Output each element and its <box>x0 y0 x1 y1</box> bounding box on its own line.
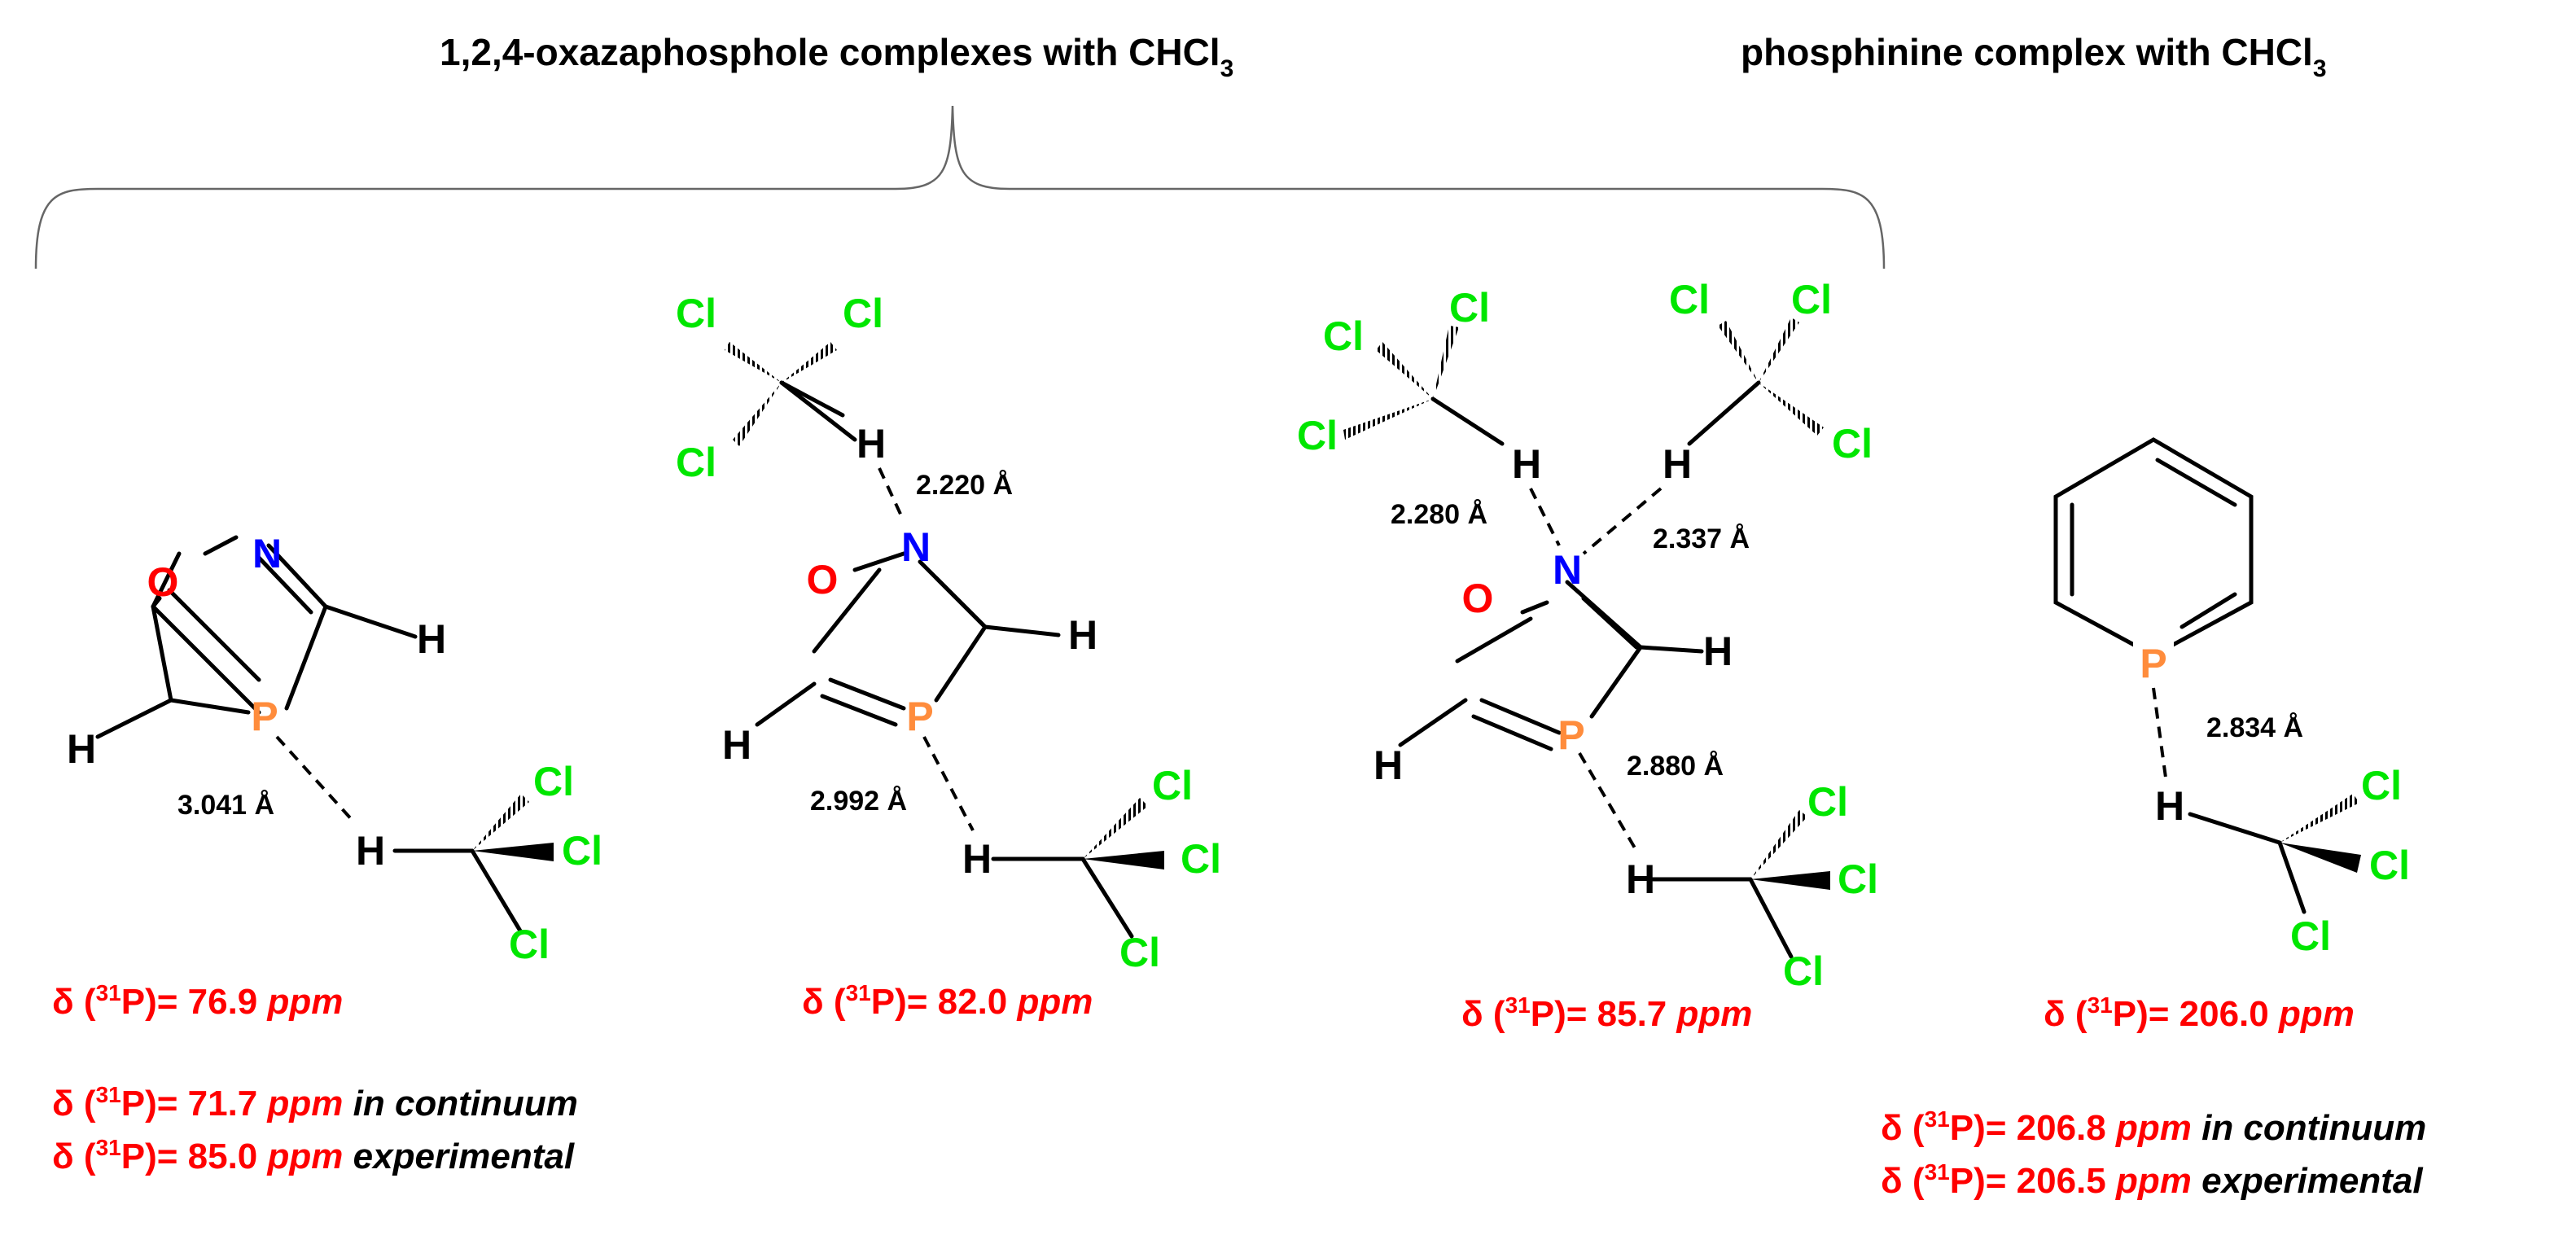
atom-Cl: Cl <box>1832 421 1873 466</box>
atom-H: H <box>356 828 385 874</box>
atom-Cl: Cl <box>1119 930 1160 975</box>
atom-H: H <box>2155 783 2184 829</box>
atom-Cl: Cl <box>1152 763 1193 808</box>
atom-Cl: Cl <box>676 291 716 336</box>
atom-P: P <box>906 694 933 739</box>
atom-Cl: Cl <box>1783 948 1824 994</box>
complex-1: O N P H H H Cl Cl Cl 3.041 Å <box>67 531 602 967</box>
atom-P: P <box>1557 712 1584 758</box>
atom-Cl: Cl <box>2369 843 2410 888</box>
atom-H: H <box>1373 742 1403 788</box>
atom-H: H <box>722 722 751 768</box>
complex-3: O N P H H H H H Cl Cl Cl Cl Cl Cl Cl Cl … <box>1297 277 1878 994</box>
atom-H: H <box>417 616 446 662</box>
shift-complex-1-continuum: δ (31P)= 71.7 ppm in continuum <box>52 1082 578 1124</box>
atom-Cl: Cl <box>843 291 883 336</box>
atom-H: H <box>67 726 96 772</box>
atom-H: H <box>1512 441 1541 487</box>
atom-N: N <box>901 524 931 570</box>
distance-label: 2.280 Å <box>1391 499 1487 530</box>
atom-H: H <box>1663 441 1692 487</box>
distance-label: 2.337 Å <box>1653 523 1750 554</box>
complex-2: O N P H H H H Cl Cl Cl Cl Cl Cl 2.220 Å … <box>676 291 1221 975</box>
atom-H: H <box>962 836 992 882</box>
atom-Cl: Cl <box>1297 413 1338 458</box>
atom-P: P <box>2140 641 2166 686</box>
atom-H: H <box>856 421 886 466</box>
atom-O: O <box>1462 576 1494 621</box>
shift-complex-4-experimental: δ (31P)= 206.5 ppm experimental <box>1881 1159 2423 1201</box>
atom-Cl: Cl <box>509 922 550 967</box>
shift-complex-1-experimental: δ (31P)= 85.0 ppm experimental <box>52 1135 575 1176</box>
header-phosphinine: phosphinine complex with CHCl3 <box>1741 31 2327 82</box>
distance-label: 3.041 Å <box>177 790 274 821</box>
atom-Cl: Cl <box>562 828 602 874</box>
shift-complex-4: δ (31P)= 206.0 ppm <box>2044 992 2355 1034</box>
atom-Cl: Cl <box>1181 836 1221 882</box>
atom-Cl: Cl <box>676 440 716 485</box>
atom-Cl: Cl <box>1323 313 1364 359</box>
atom-H: H <box>1626 856 1655 902</box>
group-brace <box>34 105 1886 269</box>
atom-Cl: Cl <box>1838 856 1878 902</box>
shift-complex-4-continuum: δ (31P)= 206.8 ppm in continuum <box>1881 1106 2426 1148</box>
distance-label: 2.992 Å <box>810 786 907 817</box>
shift-complex-3: δ (31P)= 85.7 ppm <box>1461 992 1752 1034</box>
atom-O: O <box>147 559 179 605</box>
atom-H: H <box>1068 612 1097 658</box>
atom-Cl: Cl <box>2361 763 2402 808</box>
distance-label: 2.880 Å <box>1627 751 1724 782</box>
atom-Cl: Cl <box>533 759 574 804</box>
atom-Cl: Cl <box>1449 285 1490 331</box>
atom-N: N <box>1553 547 1582 593</box>
complex-4: P H Cl Cl Cl 2.834 Å <box>2053 437 2410 959</box>
atom-H: H <box>1703 629 1733 674</box>
header-oxazaphosphole: 1,2,4-oxazaphosphole complexes with CHCl… <box>440 31 1233 82</box>
atom-N: N <box>252 531 282 576</box>
distance-label: 2.834 Å <box>2206 712 2303 743</box>
shift-captions: δ (31P)= 76.9 ppm δ (31P)= 82.0 ppm δ (3… <box>52 980 2426 1201</box>
atom-O: O <box>807 557 839 602</box>
shift-complex-2: δ (31P)= 82.0 ppm <box>802 980 1093 1022</box>
atom-P: P <box>251 694 278 739</box>
atom-Cl: Cl <box>1669 277 1710 322</box>
atom-Cl: Cl <box>1807 779 1848 825</box>
shift-complex-1: δ (31P)= 76.9 ppm <box>52 980 343 1022</box>
distance-label: 2.220 Å <box>916 470 1013 501</box>
atom-Cl: Cl <box>2290 913 2331 959</box>
atom-Cl: Cl <box>1791 277 1832 322</box>
